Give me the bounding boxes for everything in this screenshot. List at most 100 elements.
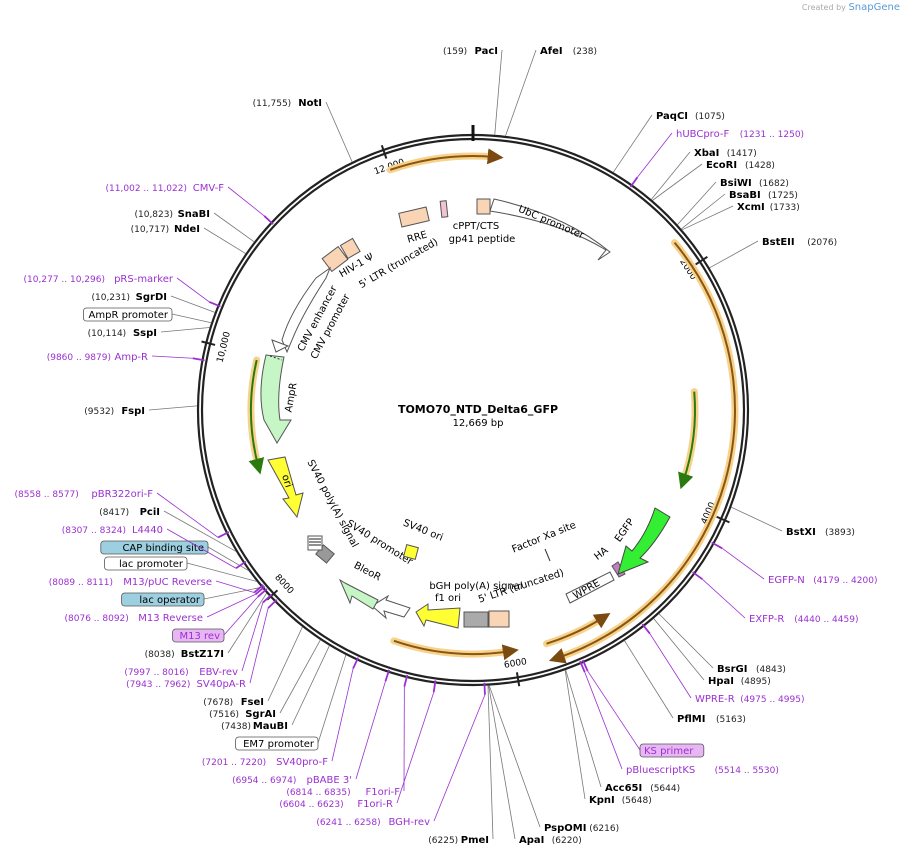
primer-mark — [432, 680, 437, 693]
label-cppt: cPPT/CTS — [453, 221, 499, 232]
label-coord: (11,002 .. 11,022) — [106, 184, 187, 194]
label-cap: CAP binding site — [100, 540, 249, 571]
callout-line — [227, 186, 265, 217]
label-name: BstEII — [762, 237, 795, 248]
label-pspomi: PspOMI(6216) — [488, 685, 619, 834]
primer-mark — [253, 584, 264, 594]
primer-mark — [257, 588, 268, 598]
label-coord: (159) — [443, 47, 467, 57]
callout-line — [565, 669, 602, 788]
label-box — [121, 592, 205, 607]
callout-group: PacI(159)AfeI(238)PaqCI(1075)hUBCpro-F(1… — [15, 46, 878, 846]
label-name: PciI — [140, 507, 160, 518]
feature-ori: ori — [267, 456, 304, 519]
label-coord: (5163) — [716, 715, 746, 725]
callout-line — [584, 672, 623, 770]
label-egfpn: EGFP-N(4179 .. 4200) — [711, 541, 877, 586]
primer-mark — [192, 357, 205, 362]
label-acc65i: Acc65I(5644) — [565, 669, 680, 794]
label-ha: HA — [592, 545, 610, 563]
label-coord: (10,114) — [88, 329, 127, 339]
label-ubc-promoter: UbC promoter — [517, 204, 587, 242]
label-bgh: bGH poly(A) signal — [429, 581, 522, 592]
label-coord: (8307 .. 8324) — [62, 526, 126, 536]
label-pbr322: pBR322ori-F(8558 .. 8577) — [15, 489, 230, 539]
label-ebvrev: EBV-rev(7997 .. 8016) — [124, 593, 273, 678]
callout-line — [186, 562, 257, 582]
label-coord: (6814 .. 6835) — [286, 788, 350, 798]
callout-line — [564, 670, 586, 800]
callout-line — [279, 639, 321, 714]
callout-line — [171, 313, 212, 324]
label-bsteii: BstEII(2076) — [709, 237, 837, 269]
label-coord: (1682) — [759, 179, 789, 189]
plasmid-name: TOMO70_NTD_Delta6_GFP — [398, 403, 558, 416]
label-sgrai: SgrAI(7516) — [209, 639, 321, 720]
label-coord: (4179 .. 4200) — [813, 576, 877, 586]
label-name: pBluescriptKS — [626, 765, 695, 776]
label-em7: EM7 promoter — [235, 654, 347, 751]
label-name: SgrAI — [245, 709, 276, 720]
callout-line — [355, 681, 386, 780]
label-gp41: gp41 peptide — [449, 234, 516, 245]
callout-line — [494, 49, 503, 135]
label-coord: (6220) — [552, 836, 582, 846]
tick-mark — [695, 255, 708, 266]
label-pbluescriptks: pBluescriptKS(5514 .. 5530) — [579, 660, 779, 776]
callout-line — [166, 528, 237, 569]
label-m13rev: M13 rev — [172, 588, 268, 643]
callout-line — [637, 132, 673, 178]
callout-line — [331, 668, 354, 762]
label-coord: (1075) — [695, 112, 725, 122]
label-name: SgrDI — [136, 292, 167, 303]
label-sv40-ori: SV40 ori — [401, 518, 444, 544]
label-f1orif: F1ori-F(6814 .. 6835) — [286, 674, 409, 798]
feature-bgh-polya: bGH poly(A) signal — [429, 581, 523, 628]
label-box — [83, 307, 173, 322]
label-ori: ori — [279, 473, 293, 489]
callout-line — [488, 685, 516, 840]
label-coord: (4895) — [741, 677, 771, 687]
label-coord: (10,231) — [91, 293, 130, 303]
label-sv40prof: SV40pro-F(7201 .. 7220) — [202, 657, 359, 768]
callout-line — [227, 593, 267, 654]
feature-cmv: CMV enhancer CMV promoter — [271, 266, 353, 361]
tick-mark — [380, 144, 388, 159]
label-sgrdi: SgrDI (10,231) — [91, 292, 215, 313]
label-prs: pRS-marker(10,277 .. 10,296) — [24, 274, 221, 308]
label-pcii: PciI(8417) — [99, 507, 237, 552]
primer-mark — [692, 571, 703, 580]
label-exfpr: EXFP-R(4440 .. 4459) — [692, 571, 858, 625]
callout-line — [156, 492, 219, 538]
label-name: FspI — [121, 406, 145, 417]
label-bleor: BleoR — [352, 560, 383, 583]
callout-line — [677, 181, 717, 225]
feature-gp41 — [439, 200, 449, 218]
callout-line — [223, 596, 259, 636]
label-name: lac promoter — [119, 559, 184, 570]
primer-mark — [581, 659, 589, 672]
primer-mark — [208, 301, 221, 308]
label-name: Amp-R — [115, 352, 149, 363]
credit-brand: SnapGene — [848, 2, 900, 13]
label-coord: (1428) — [745, 161, 775, 171]
label-name: M13 Reverse — [138, 613, 203, 624]
label-coord: (238) — [573, 47, 597, 57]
orf-arc-right — [548, 241, 736, 664]
label-coord: (7201 .. 7220) — [202, 758, 266, 768]
callout-line — [721, 547, 765, 580]
callout-line — [396, 692, 435, 804]
label-rre: RRE — [406, 230, 428, 246]
label-kpni: KpnI(5648) — [564, 670, 652, 806]
label-coord: (8089 .. 8111) — [49, 578, 113, 588]
label-coord: (4843) — [756, 665, 786, 675]
callout-line — [325, 101, 353, 163]
primer-mark — [235, 560, 247, 569]
callout-line — [652, 163, 703, 201]
label-name: BstXI — [786, 527, 816, 538]
label-name: EBV-rev — [199, 667, 238, 678]
primer-mark — [255, 585, 266, 595]
callout-line — [215, 580, 255, 593]
label-l4440: L4440(8307 .. 8324) — [62, 525, 247, 569]
label-maubi: MauBI(7438) — [221, 645, 330, 732]
